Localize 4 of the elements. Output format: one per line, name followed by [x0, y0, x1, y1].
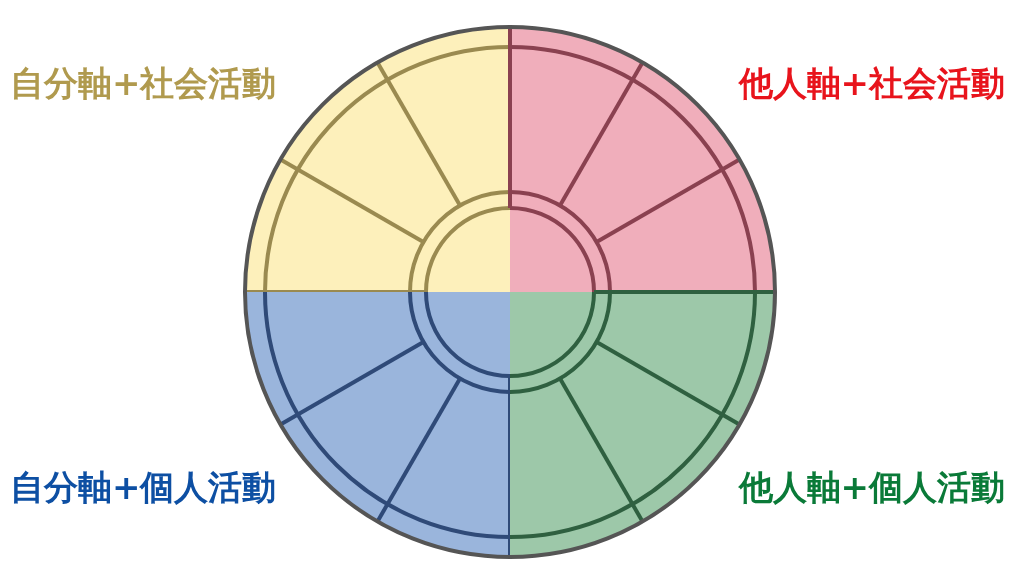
quadrant-label: 他人軸+個人活動	[738, 466, 1005, 508]
quadrant-label: 自分軸+個人活動	[10, 466, 277, 508]
quadrant-label: 自分軸+社会活動	[10, 62, 277, 104]
quadrant-label: 他人軸+社会活動	[738, 62, 1005, 104]
